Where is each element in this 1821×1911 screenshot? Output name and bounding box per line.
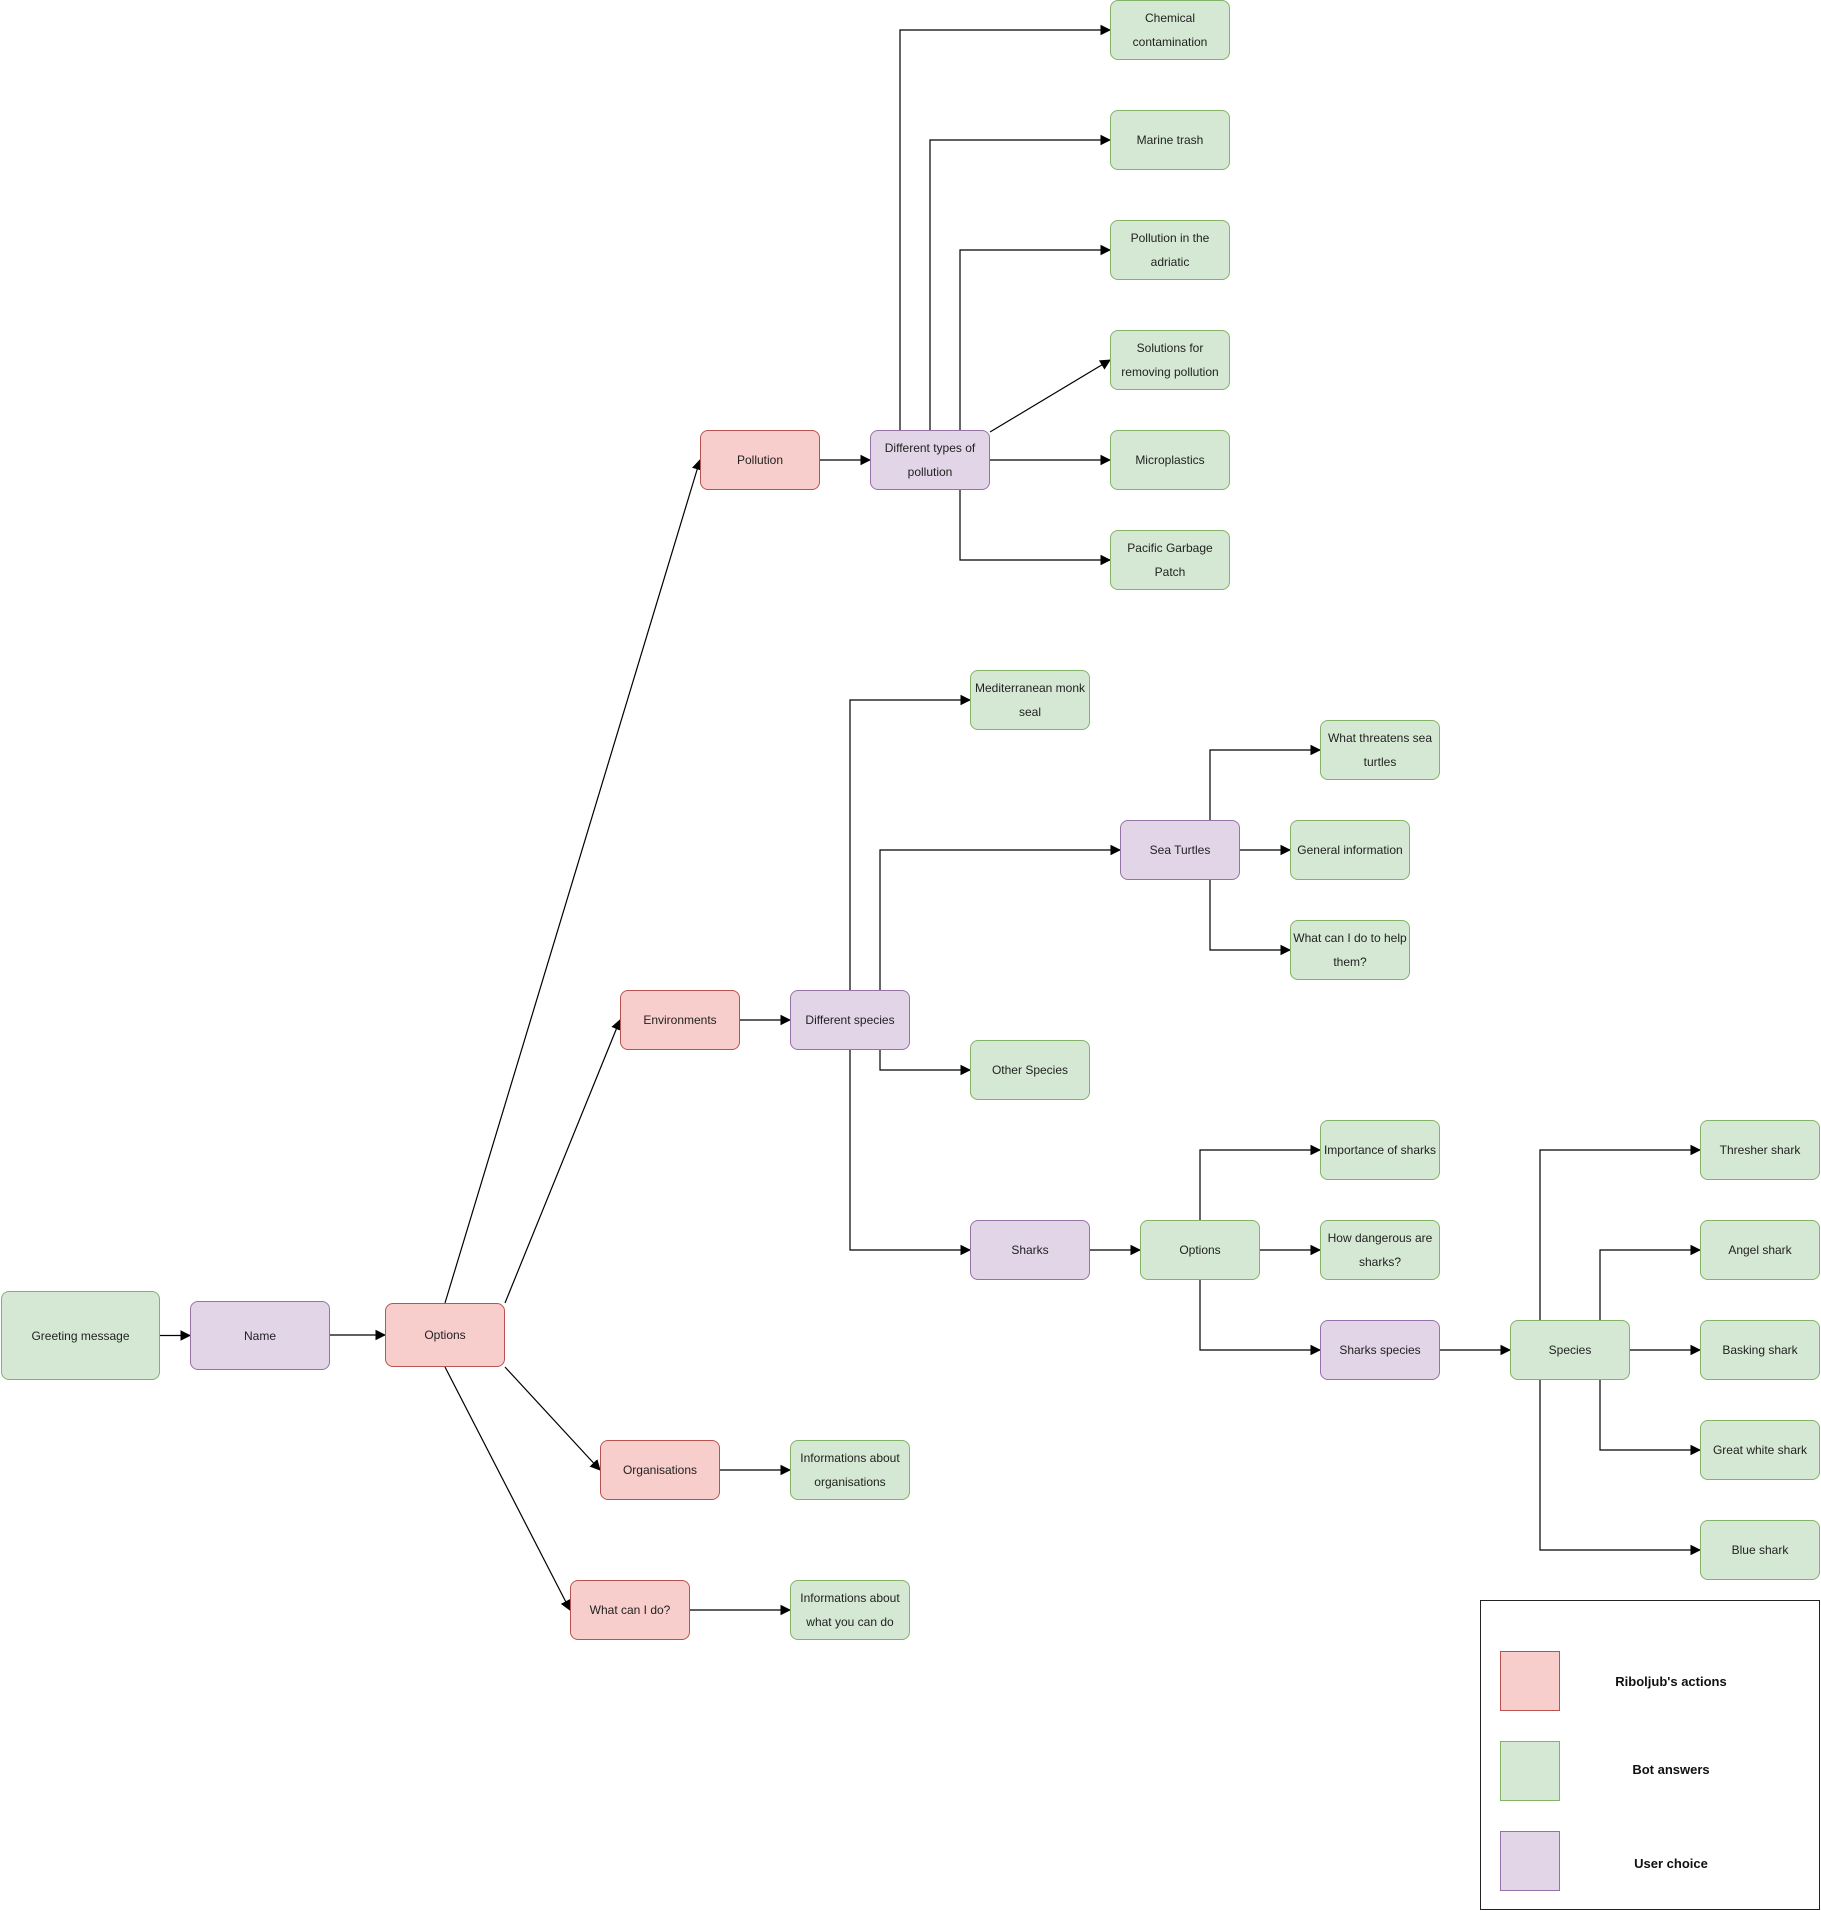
- edge-different-species-to-sea-turtles: [879, 844, 1122, 990]
- node-what-can-i-do-to-help-them[interactable]: What can I do to help them?: [1290, 920, 1410, 980]
- node-organisations[interactable]: Organisations: [600, 1440, 720, 1500]
- legend-label-bot-answers: Bot answers: [1632, 1762, 1710, 1777]
- node-sharks[interactable]: Sharks: [970, 1220, 1090, 1280]
- node-solutions-for-removing-pollution[interactable]: Solutions for removing pollution: [1110, 330, 1230, 390]
- edge-different-species-to-other-species: [879, 1050, 972, 1076]
- node-different-types-of-pollution[interactable]: Different types of pollution: [870, 430, 990, 490]
- node-sharks-species[interactable]: Sharks species: [1320, 1320, 1440, 1380]
- legend-swatch-user-choice: [1500, 1831, 1560, 1891]
- node-marine-trash[interactable]: Marine trash: [1110, 110, 1230, 170]
- node-what-threatens-sea-turtles[interactable]: What threatens sea turtles: [1320, 720, 1440, 780]
- edge-shark-options-to-shark-importance: [1199, 1144, 1322, 1220]
- edge-shark-options-to-shark-species: [1199, 1280, 1322, 1356]
- node-microplastics[interactable]: Microplastics: [1110, 430, 1230, 490]
- legend-label-bot-actions: Riboljub's actions: [1615, 1674, 1727, 1689]
- edge-different-species-to-monk-seal: [849, 694, 972, 990]
- edge-types-of-pollution-to-pacific-patch: [959, 490, 1112, 566]
- node-angel-shark[interactable]: Angel shark: [1700, 1220, 1820, 1280]
- node-different-species[interactable]: Different species: [790, 990, 910, 1050]
- node-importance-of-sharks[interactable]: Importance of sharks: [1320, 1120, 1440, 1180]
- node-blue-shark[interactable]: Blue shark: [1700, 1520, 1820, 1580]
- node-species[interactable]: Species: [1510, 1320, 1630, 1380]
- node-pollution[interactable]: Pollution: [700, 430, 820, 490]
- node-general-information[interactable]: General information: [1290, 820, 1410, 880]
- edge-types-of-pollution-to-adriatic: [959, 244, 1112, 430]
- edge-types-of-pollution-to-solutions: [989, 359, 1111, 433]
- node-environments[interactable]: Environments: [620, 990, 740, 1050]
- node-name[interactable]: Name: [190, 1301, 330, 1370]
- edge-sea-turtles-to-turtle-help: [1209, 880, 1292, 956]
- legend-label-user-choice: User choice: [1634, 1856, 1708, 1871]
- edge-species-to-blue: [1539, 1380, 1702, 1556]
- edge-sea-turtles-to-turtle-threats: [1209, 744, 1322, 820]
- node-great-white-shark[interactable]: Great white shark: [1700, 1420, 1820, 1480]
- edge-types-of-pollution-to-marine-trash: [929, 134, 1112, 430]
- node-what-can-i-do[interactable]: What can I do?: [570, 1580, 690, 1640]
- legend: Riboljub's actions Bot answers User choi…: [1480, 1600, 1820, 1910]
- node-options[interactable]: Options: [385, 1303, 505, 1367]
- edge-species-to-great-white: [1599, 1380, 1702, 1456]
- legend-swatch-bot-actions: [1500, 1651, 1560, 1711]
- node-shark-options[interactable]: Options: [1140, 1220, 1260, 1280]
- node-sea-turtles[interactable]: Sea Turtles: [1120, 820, 1240, 880]
- edge-different-species-to-sharks: [849, 1050, 972, 1256]
- node-informations-about-organisations[interactable]: Informations about organisations: [790, 1440, 910, 1500]
- legend-swatch-bot-answers: [1500, 1741, 1560, 1801]
- edge-species-to-thresher: [1539, 1144, 1702, 1320]
- node-chemical-contamination[interactable]: Chemical contamination: [1110, 0, 1230, 60]
- node-other-species[interactable]: Other Species: [970, 1040, 1090, 1100]
- node-how-dangerous-are-sharks[interactable]: How dangerous are sharks?: [1320, 1220, 1440, 1280]
- node-greeting-message[interactable]: Greeting message: [1, 1291, 160, 1380]
- node-pollution-in-the-adriatic[interactable]: Pollution in the adriatic: [1110, 220, 1230, 280]
- edge-options-to-organisations: [504, 1366, 601, 1471]
- node-thresher-shark[interactable]: Thresher shark: [1700, 1120, 1820, 1180]
- node-pacific-garbage-patch[interactable]: Pacific Garbage Patch: [1110, 530, 1230, 590]
- node-informations-about-what-you-can-do[interactable]: Informations about what you can do: [790, 1580, 910, 1640]
- edge-types-of-pollution-to-chemical: [899, 24, 1112, 430]
- node-basking-shark[interactable]: Basking shark: [1700, 1320, 1820, 1380]
- node-mediterranean-monk-seal[interactable]: Mediterranean monk seal: [970, 670, 1090, 730]
- edge-options-to-pollution: [444, 458, 703, 1304]
- edge-options-to-environments: [504, 1018, 622, 1304]
- edge-options-to-what-can-i-do: [444, 1366, 571, 1611]
- edge-species-to-angel: [1599, 1244, 1702, 1320]
